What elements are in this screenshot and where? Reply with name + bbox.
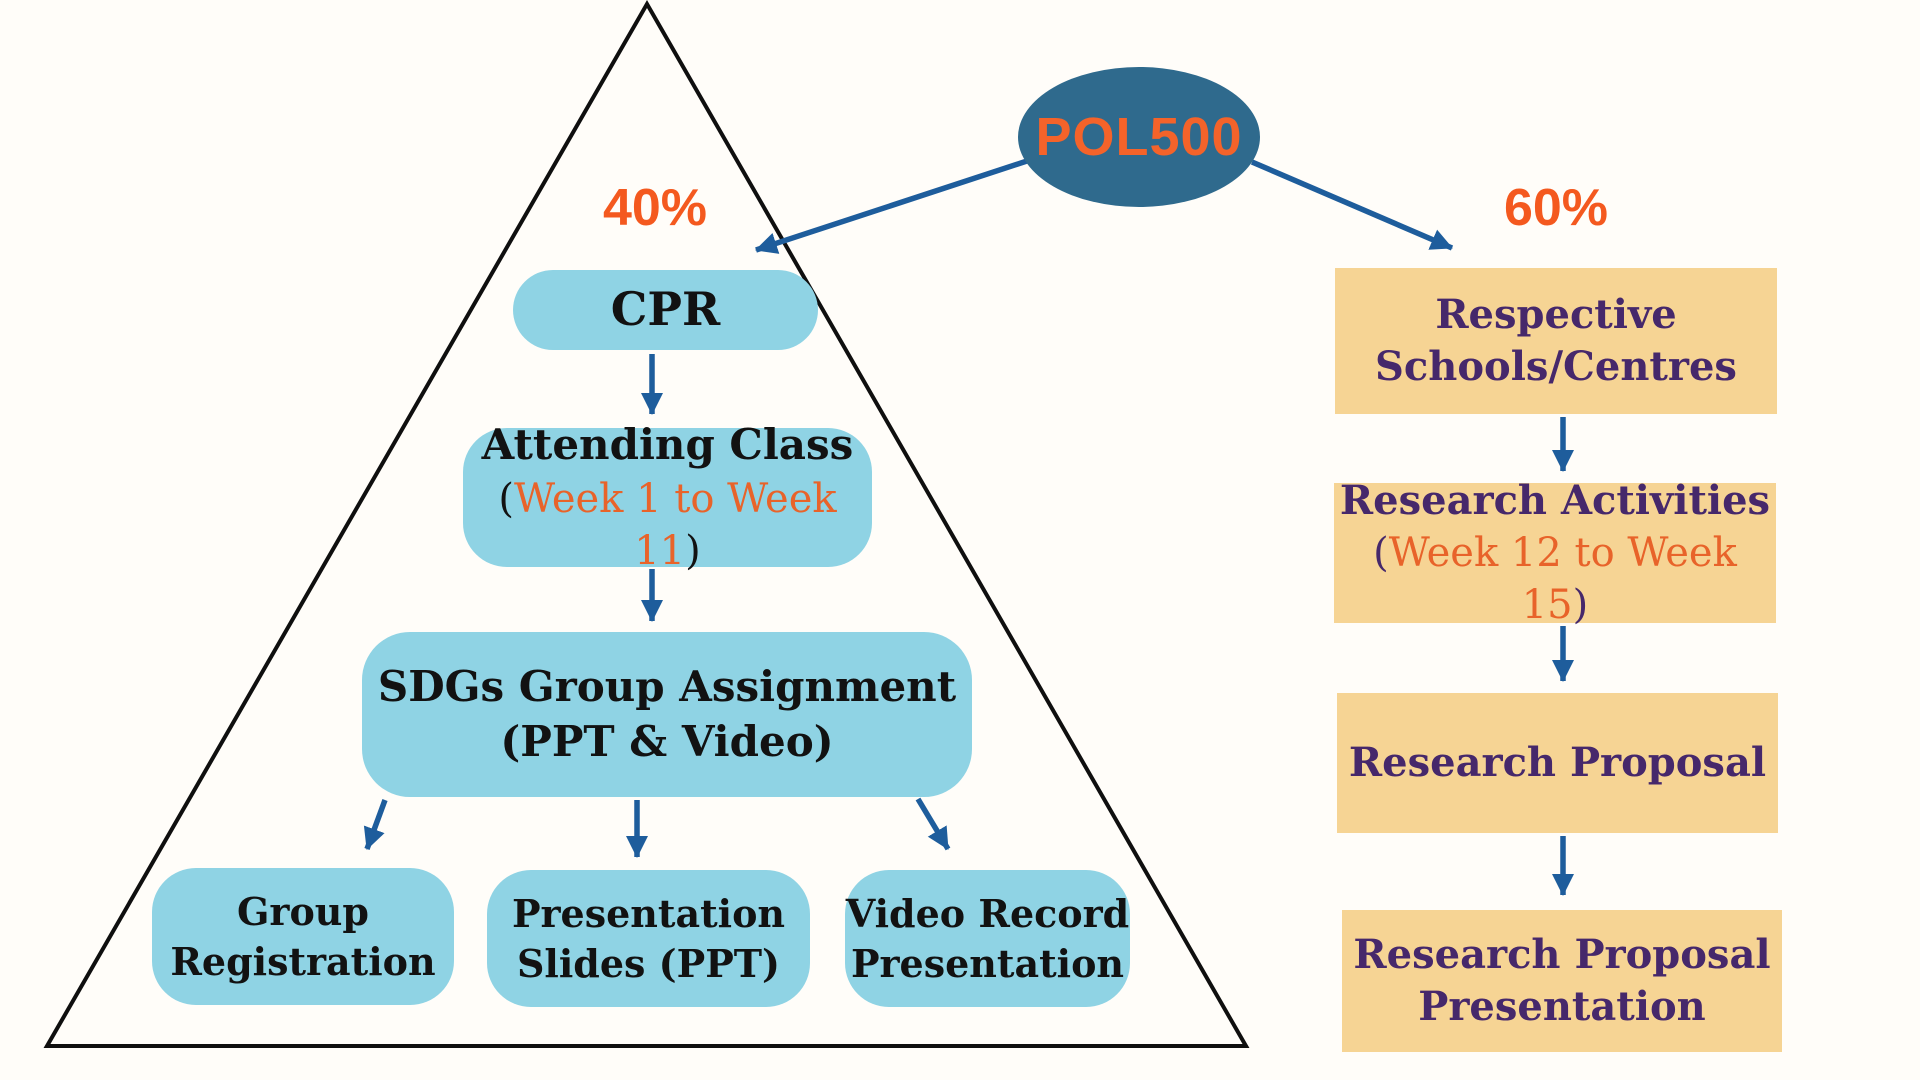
node-group-registration-line1: Group	[236, 889, 370, 935]
node-cpr: CPR	[513, 270, 818, 350]
node-attending-class-title: Attending Class	[481, 420, 854, 470]
node-video-record-line2: Presentation	[850, 940, 1125, 986]
pyramid-triangle-outline	[43, 0, 1250, 1048]
node-respective-schools-line2: Schools/Centres	[1375, 343, 1737, 390]
node-group-registration: Group Registration	[152, 868, 454, 1005]
node-group-registration-line2: Registration	[170, 938, 436, 984]
node-video-record: Video Record Presentation	[845, 870, 1130, 1007]
node-research-proposal-presentation-line2: Presentation	[1418, 983, 1706, 1030]
left-weight-label: 40%	[602, 179, 708, 237]
node-presentation-slides-line1: Presentation	[511, 891, 786, 937]
node-sdgs-assignment: SDGs Group Assignment (PPT & Video)	[362, 632, 972, 797]
node-research-proposal-presentation-line1: Research Proposal	[1353, 931, 1771, 978]
node-sdgs-subtitle: (PPT & Video)	[500, 716, 834, 766]
node-cpr-label: CPR	[610, 282, 721, 337]
node-attending-class: Attending Class (Week 1 to Week 11)	[463, 420, 872, 574]
arrow-sdgs-to-video-record	[915, 797, 951, 851]
node-research-proposal: Research Proposal	[1337, 693, 1778, 833]
right-weight-label: 60%	[1503, 179, 1609, 237]
paren-close: )	[1572, 582, 1589, 628]
arrow-pol500-to-cpr	[755, 157, 1031, 254]
node-presentation-slides: Presentation Slides (PPT)	[487, 870, 810, 1007]
paren-open: (	[1373, 530, 1389, 576]
node-respective-schools-line1: Respective	[1435, 291, 1677, 338]
node-research-proposal-label: Research Proposal	[1348, 739, 1767, 786]
node-research-proposal-presentation: Research Proposal Presentation	[1342, 910, 1782, 1052]
node-research-activities-weeks: (Week 12 to Week 15)	[1334, 527, 1776, 631]
node-research-activities: Research Activities (Week 12 to Week 15)	[1334, 477, 1776, 628]
node-video-record-line1: Video Record	[845, 891, 1130, 937]
paren-open: (	[498, 475, 514, 522]
course-label: POL500	[1035, 107, 1243, 167]
node-sdgs-title: SDGs Group Assignment	[377, 661, 957, 711]
arrow-sdgs-to-group-registration	[363, 799, 388, 850]
arrow-pol500-to-schools	[1250, 159, 1454, 251]
node-presentation-slides-line2: Slides (PPT)	[516, 940, 781, 986]
weeks-range: Week 12 to Week 15	[1388, 530, 1737, 628]
course-node-pol500: POL500	[1018, 67, 1260, 207]
node-attending-class-weeks: (Week 1 to Week 11)	[463, 473, 872, 577]
node-respective-schools: Respective Schools/Centres	[1335, 268, 1777, 414]
weeks-range: Week 1 to Week 11	[513, 475, 837, 574]
paren-close: )	[685, 527, 701, 574]
node-research-activities-title: Research Activities	[1339, 477, 1771, 524]
